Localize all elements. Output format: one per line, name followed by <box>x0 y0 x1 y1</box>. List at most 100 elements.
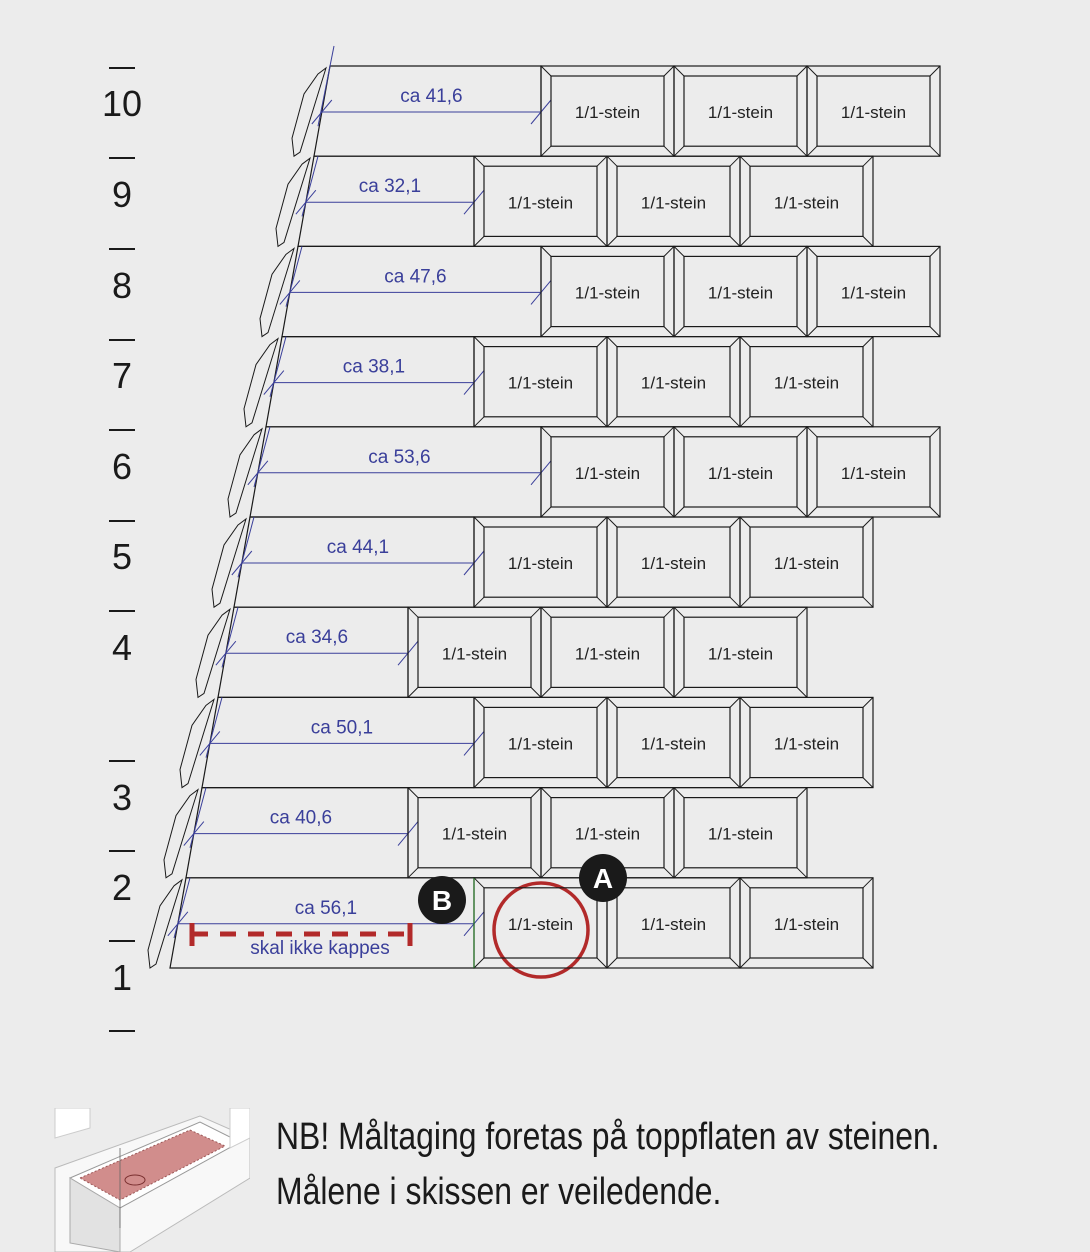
slanted-edge-piece <box>179 698 215 789</box>
stone-bevel-line <box>540 687 552 698</box>
stone-bevel-line <box>929 326 941 337</box>
stone-top-surface <box>749 346 864 418</box>
stone-label: 1/1-stein <box>508 735 573 754</box>
dimension-reference-line <box>221 607 239 668</box>
stone-bevel-line <box>739 336 751 347</box>
stone-label: 1/1-stein <box>841 103 906 122</box>
stone-label: 1/1-stein <box>708 284 773 303</box>
stone-bevel-line <box>862 516 874 528</box>
stone-bevel-line <box>540 246 552 257</box>
stone-label: 1/1-stein <box>708 644 773 663</box>
stone-bevel-line <box>473 957 485 969</box>
highlight-circle <box>492 881 590 979</box>
stone-label: 1/1-stein <box>641 193 706 212</box>
stone-bevel-line <box>729 697 741 708</box>
stone-label: 1/1-stein <box>508 374 573 393</box>
stone-bevel-line <box>673 506 685 518</box>
stone-bevel-line <box>862 416 874 428</box>
marker-b-badge <box>418 876 466 924</box>
slanted-edge-piece <box>163 788 199 879</box>
stone-label: 1/1-stein <box>575 284 640 303</box>
stone-top-surface <box>683 75 798 147</box>
stone-label: 1/1-stein <box>708 103 773 122</box>
stone-label: 1/1-stein <box>841 464 906 483</box>
stone-bevel-line <box>739 236 751 247</box>
stone-top-surface <box>616 346 731 418</box>
stone-top-surface <box>550 616 665 689</box>
stone-bevel-line <box>540 145 552 157</box>
stone-bevel-line <box>796 506 808 518</box>
stone-label: 1/1-stein <box>774 735 839 754</box>
stone-bevel-line <box>473 697 485 708</box>
slanted-edge-piece <box>243 337 279 428</box>
stone-bevel-line <box>729 336 741 347</box>
stone-bevel-line <box>739 877 751 889</box>
cut-stone <box>281 245 542 338</box>
stone-bevel-line <box>796 687 808 698</box>
stone-label: 1/1-stein <box>575 103 640 122</box>
stone-bevel-line <box>806 65 818 77</box>
stone-label: 1/1-stein <box>575 464 640 483</box>
stone-bevel-line <box>862 957 874 969</box>
stone-bevel-line <box>729 236 741 247</box>
stone-label: 1/1-stein <box>641 915 706 934</box>
cut-length-label: ca 44,1 <box>327 537 389 558</box>
stone-bevel-line <box>729 155 741 167</box>
marker-b-label: B <box>432 885 452 916</box>
stone-bevel-line <box>673 145 685 157</box>
cut-length-label: ca 32,1 <box>359 176 421 197</box>
stone-bevel-line <box>796 606 808 618</box>
stone-top-surface <box>483 165 598 237</box>
stone-bevel-line <box>806 145 818 157</box>
slanted-edge-piece <box>275 156 311 248</box>
stone-label: 1/1-stein <box>508 193 573 212</box>
slanted-edge-piece <box>259 247 295 338</box>
stone-bevel-line <box>862 336 874 347</box>
scale-label-5: 5 <box>112 536 132 577</box>
slanted-edge-piece <box>147 878 183 969</box>
scale-label-2: 2 <box>112 867 132 908</box>
stone-top-surface <box>417 796 532 869</box>
stone-top-surface <box>417 616 532 689</box>
stone-top-surface <box>683 255 798 328</box>
stone-bevel-line <box>407 867 419 879</box>
stone-bevel-line <box>407 787 419 798</box>
stone-top-surface <box>483 706 598 779</box>
cut-stone <box>233 516 475 608</box>
stone-bevel-line <box>473 877 485 889</box>
stone-top-surface <box>816 75 931 147</box>
stone-bevel-line <box>796 326 808 337</box>
stone-label: 1/1-stein <box>641 554 706 573</box>
stone-bevel-line <box>540 606 552 618</box>
cut-length-label: ca 50,1 <box>311 717 373 738</box>
stone-bevel-line <box>929 246 941 257</box>
stone-bevel-line <box>596 416 608 428</box>
stone-bevel-line <box>806 246 818 257</box>
stone-bevel-line <box>606 236 618 247</box>
cut-length-label: ca 41,6 <box>400 86 462 107</box>
stone-bevel-line <box>596 777 608 788</box>
stone-bevel-line <box>739 155 751 167</box>
stone-bevel-line <box>473 236 485 247</box>
cut-stone <box>185 786 409 879</box>
stone-top-surface <box>616 526 731 598</box>
stone-bevel-line <box>796 867 808 879</box>
stone-bevel-line <box>606 777 618 788</box>
scale-label-9: 9 <box>112 174 132 215</box>
stone-bevel-line <box>606 416 618 428</box>
stone-label: 1/1-stein <box>442 644 507 663</box>
stone-top-surface <box>749 526 864 598</box>
dimension-tick <box>311 99 333 125</box>
cut-length-label: ca 38,1 <box>343 357 405 378</box>
stone-label: 1/1-stein <box>708 464 773 483</box>
dimension-reference-line <box>301 156 319 217</box>
stone-bevel-line <box>729 596 741 608</box>
stone-bevel-line <box>530 867 542 879</box>
stone-bevel-line <box>663 787 675 798</box>
stone-bevel-line <box>596 957 608 969</box>
stone-top-surface <box>550 255 665 328</box>
no-cut-text: skal ikke kappes <box>250 938 389 959</box>
stone-bevel-line <box>606 957 618 969</box>
stone-label: 1/1-stein <box>708 825 773 844</box>
